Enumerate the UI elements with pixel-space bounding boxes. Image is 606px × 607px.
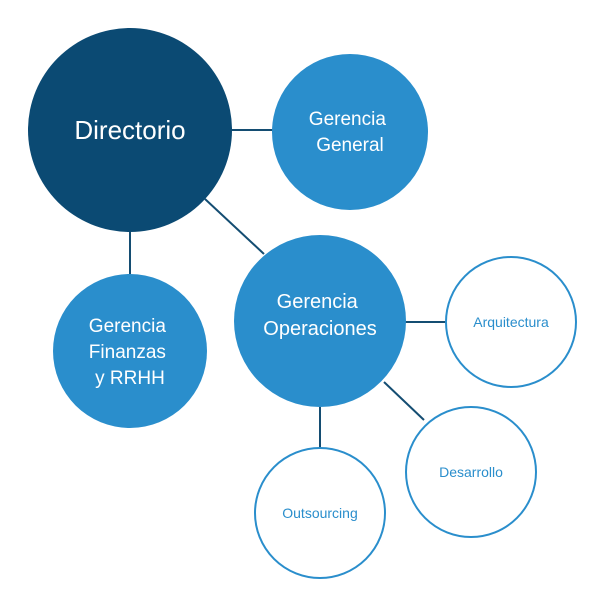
- node-gerencia-operaciones: Gerencia Operaciones: [234, 235, 406, 407]
- label-line: Gerencia: [277, 291, 359, 313]
- node-directorio-circle: [28, 28, 232, 232]
- node-desarrollo-circle: [405, 406, 537, 538]
- label-line: General: [316, 135, 384, 156]
- connector-operaciones-desarrollo: [383, 381, 425, 421]
- connectors: [129, 129, 446, 448]
- node-gerencia-finanzas-circle: [53, 274, 207, 428]
- node-gerencia-general-label: Gerencia General: [309, 109, 391, 156]
- node-outsourcing-circle: [254, 447, 386, 579]
- label-line: Operaciones: [263, 318, 376, 340]
- node-desarrollo: Desarrollo: [405, 406, 537, 538]
- label-line: Gerencia: [309, 109, 387, 130]
- label-line: Arquitectura: [473, 314, 549, 330]
- node-outsourcing: Outsourcing: [254, 447, 386, 579]
- label-line: y RRHH: [95, 368, 165, 389]
- node-arquitectura: Arquitectura: [445, 256, 577, 388]
- label-line: Finanzas: [89, 342, 166, 363]
- node-desarrollo-label: Desarrollo: [439, 464, 503, 480]
- node-directorio: Directorio: [28, 28, 232, 232]
- node-gerencia-finanzas-label: Gerencia Finanzas y RRHH: [89, 316, 171, 389]
- label-line: Outsourcing: [282, 505, 357, 521]
- node-directorio-label: Directorio: [74, 115, 185, 145]
- label-line: Gerencia: [89, 316, 167, 337]
- node-arquitectura-circle: [445, 256, 577, 388]
- node-outsourcing-label: Outsourcing: [282, 505, 357, 521]
- node-gerencia-general-circle: [272, 54, 428, 210]
- label-line: Desarrollo: [439, 464, 503, 480]
- node-arquitectura-label: Arquitectura: [473, 314, 549, 330]
- label-line: Directorio: [74, 115, 185, 145]
- node-gerencia-general: Gerencia General: [272, 54, 428, 210]
- node-gerencia-operaciones-circle: [234, 235, 406, 407]
- connector-directorio-operaciones: [204, 198, 265, 255]
- node-gerencia-operaciones-label: Gerencia Operaciones: [263, 291, 376, 340]
- node-gerencia-finanzas: Gerencia Finanzas y RRHH: [53, 274, 207, 428]
